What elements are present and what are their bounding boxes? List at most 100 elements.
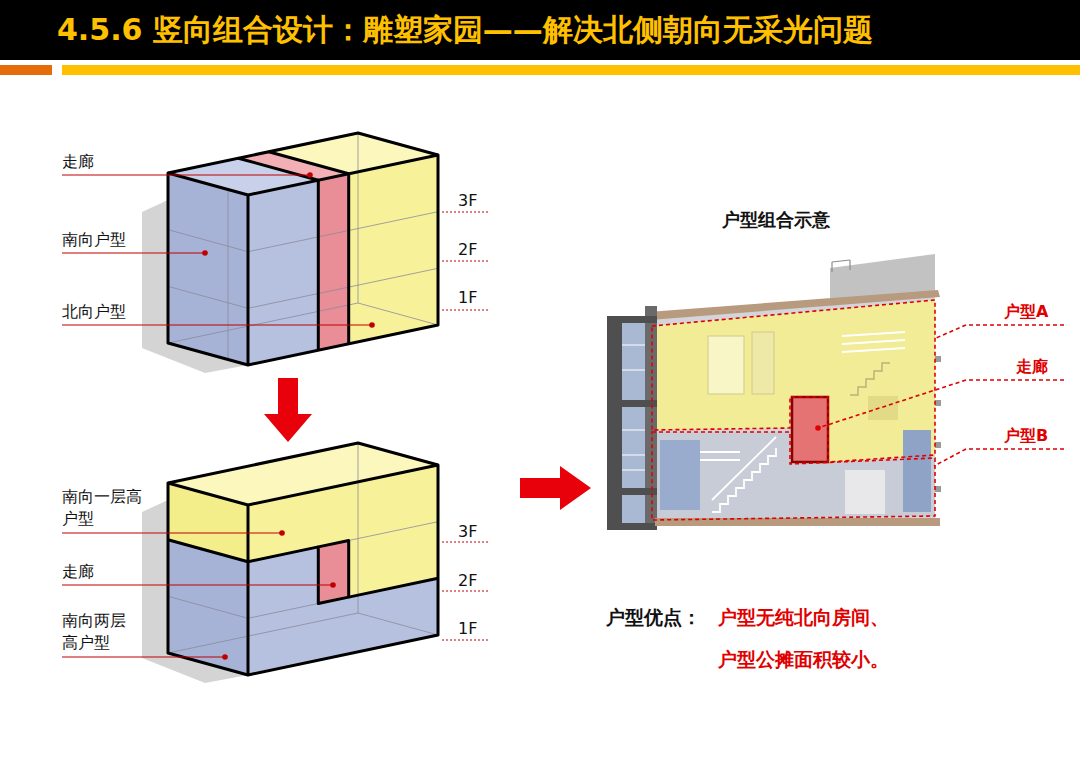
- leader-line: [936, 325, 1064, 338]
- railing: [700, 459, 740, 461]
- facade-frame: [607, 316, 622, 530]
- hidden-edge: [168, 613, 358, 653]
- facade-bolt: [935, 356, 941, 362]
- leader-line: [62, 584, 333, 585]
- floor-line: [248, 604, 318, 619]
- leader-line: [934, 449, 1064, 466]
- box-edge: [247, 505, 250, 675]
- glass: [622, 322, 646, 526]
- floor-label: 1F: [458, 618, 477, 640]
- callout-label: 南向一层高 户型: [62, 486, 154, 529]
- facade-frame: [607, 523, 657, 530]
- facade-frame: [607, 400, 657, 407]
- south-unit-face: [168, 173, 248, 365]
- callout-label: 户型A: [1004, 301, 1048, 323]
- railing: [842, 332, 905, 336]
- hidden-edge: [358, 303, 438, 325]
- floor-line: [248, 212, 438, 252]
- leader-line: [62, 252, 205, 253]
- floor-line: [168, 286, 248, 308]
- north-unit-roof: [269, 133, 438, 174]
- wall: [708, 336, 744, 394]
- box-outline: [168, 443, 438, 675]
- roof-rail: [832, 260, 850, 262]
- subheading: 户型组合示意: [722, 208, 830, 232]
- floor-line: [168, 596, 248, 618]
- hidden-edge: [358, 613, 438, 635]
- floor-label: 3F: [458, 521, 477, 543]
- stair: [712, 448, 776, 512]
- leader-dot: [222, 654, 228, 660]
- callout-label: 南向两层 高户型: [62, 610, 134, 653]
- hidden-edge: [228, 190, 229, 360]
- hidden-edge: [168, 303, 358, 343]
- facade-bolt: [935, 400, 941, 406]
- callout-label: 北向户型: [62, 301, 126, 323]
- facade-bolt: [935, 486, 941, 492]
- corridor-face: [318, 541, 348, 604]
- callout-label: 走廊: [62, 561, 94, 583]
- accent-strip: [62, 65, 1080, 75]
- floor-label: 2F: [458, 239, 477, 261]
- stair: [850, 363, 890, 395]
- box-edge: [238, 158, 318, 350]
- slide-title: 4.5.6 竖向组合设计：雕塑家园——解决北侧朝向无采光问题: [57, 11, 873, 49]
- floor-line: [349, 522, 438, 541]
- roof-rail: [831, 262, 832, 272]
- box-edge: [269, 152, 349, 344]
- floor-line: [168, 230, 248, 252]
- box-edge: [349, 578, 438, 597]
- corridor: [792, 397, 828, 462]
- facade-bolt: [935, 442, 941, 448]
- leader-dot: [815, 425, 821, 431]
- two-storey-unit-face: [168, 540, 248, 675]
- glass-line: [622, 370, 646, 371]
- furniture: [868, 396, 898, 420]
- leader-line: [62, 324, 372, 325]
- floor-label: 2F: [458, 570, 477, 592]
- leader-dot: [202, 250, 208, 256]
- floor-mark: [442, 261, 490, 262]
- room: [660, 440, 700, 510]
- box-outline: [168, 133, 438, 365]
- floor-mark: [442, 212, 490, 213]
- door: [845, 470, 885, 514]
- leader-line: [62, 532, 282, 533]
- box-edge: [168, 465, 438, 505]
- railing: [700, 451, 740, 453]
- glass-line: [622, 455, 646, 456]
- corridor-face: [318, 174, 348, 350]
- box-edge: [168, 540, 318, 562]
- leader-line: [62, 656, 225, 657]
- right-arrow: [520, 466, 591, 510]
- glass-line: [622, 345, 646, 346]
- corridor-outline: [318, 541, 348, 604]
- leader-dot: [307, 172, 313, 178]
- glass-line: [622, 430, 646, 431]
- wall: [752, 332, 774, 394]
- callout-label: 走廊: [62, 151, 94, 173]
- roof-rail: [849, 260, 850, 270]
- floor-mark: [442, 640, 490, 641]
- floor-mark: [442, 542, 490, 543]
- note-heading: 户型优点：: [606, 596, 701, 638]
- railing: [842, 348, 905, 352]
- leader-line: [818, 380, 1064, 428]
- floor-label: 1F: [458, 287, 477, 309]
- leader-line: [62, 174, 310, 175]
- facade-frame: [645, 306, 657, 530]
- callout-label: 南向户型: [62, 229, 126, 251]
- unit-b-outline: [652, 432, 935, 520]
- floor-mark: [442, 591, 490, 592]
- leader-dot: [330, 582, 336, 588]
- note-text: 户型无纯北向房间、 户型公摊面积较小。: [718, 596, 906, 680]
- north-unit-face: [349, 155, 438, 344]
- hidden-edge: [358, 443, 359, 613]
- down-arrow: [264, 378, 312, 442]
- box-edge: [247, 195, 250, 365]
- accent-strip: [0, 65, 52, 75]
- south-unit-face: [248, 180, 318, 365]
- facade-frame: [607, 488, 657, 495]
- hidden-edge: [358, 133, 359, 303]
